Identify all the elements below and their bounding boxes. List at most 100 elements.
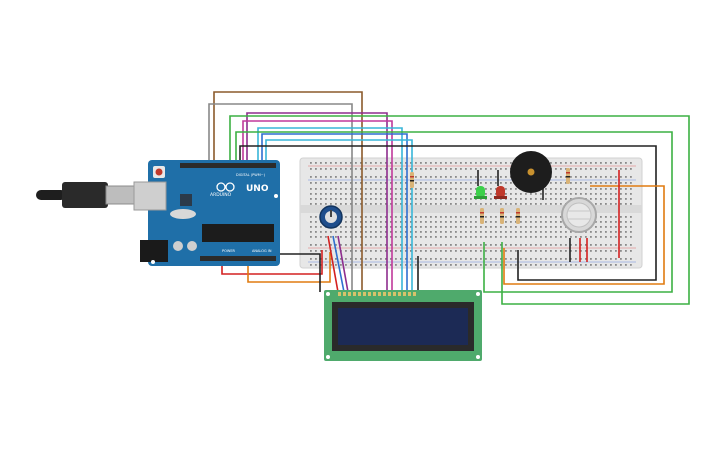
breadboard-hole [330,258,332,260]
breadboard-hole [560,258,562,260]
breadboard-hole [425,244,427,246]
breadboard-hole [630,203,632,205]
breadboard-hole [420,193,422,195]
breadboard-hole [485,226,487,228]
breadboard-hole [510,188,512,190]
breadboard-hole [595,231,597,233]
breadboard-hole [590,193,592,195]
breadboard-hole [310,236,312,238]
lcd-pin [353,292,356,296]
lcd-16x2[interactable] [324,290,482,361]
breadboard-hole [590,182,592,184]
breadboard-hole [380,176,382,178]
breadboard-hole [540,216,542,218]
arduino-uno-board[interactable]: UNO ARDUINO DIGITAL (PWM~) POWER ANALOG … [133,160,280,266]
breadboard-hole [405,221,407,223]
breadboard-hole [310,221,312,223]
breadboard-hole [555,264,557,266]
breadboard-hole [350,231,352,233]
breadboard-hole [480,236,482,238]
lcd-pin [413,292,416,296]
wire-green-outer [229,115,690,305]
breadboard-hole [320,264,322,266]
breadboard-hole [470,203,472,205]
breadboard-hole [390,162,392,164]
breadboard-hole [340,168,342,170]
breadboard-hole [325,231,327,233]
breadboard-hole [485,264,487,266]
breadboard-hole [480,162,482,164]
breadboard-hole [450,226,452,228]
breadboard-hole [355,244,357,246]
breadboard-hole [365,193,367,195]
breadboard-hole [600,264,602,266]
breadboard-hole [430,203,432,205]
breadboard-hole [515,221,517,223]
breadboard-hole [565,231,567,233]
potentiometer[interactable] [319,205,343,229]
breadboard-hole [625,236,627,238]
breadboard-hole [605,193,607,195]
breadboard-hole [380,162,382,164]
breadboard-hole [400,244,402,246]
breadboard-hole [345,193,347,195]
breadboard-hole [425,231,427,233]
breadboard-hole [450,182,452,184]
breadboard-hole [470,258,472,260]
breadboard-hole [520,198,522,200]
piezo-buzzer[interactable] [510,151,552,193]
breadboard-hole [620,264,622,266]
breadboard-hole [510,198,512,200]
breadboard-hole [360,168,362,170]
breadboard-hole [320,231,322,233]
breadboard-hole [355,168,357,170]
breadboard-hole [420,250,422,252]
breadboard-hole [610,250,612,252]
breadboard-hole [625,221,627,223]
breadboard-hole [425,188,427,190]
breadboard-hole [545,264,547,266]
breadboard-hole [330,193,332,195]
breadboard-hole [420,162,422,164]
breadboard-hole [450,244,452,246]
breadboard-hole [620,244,622,246]
breadboard-hole [515,226,517,228]
gas-sensor[interactable] [561,197,597,233]
breadboard-hole [615,250,617,252]
breadboard-hole [630,176,632,178]
breadboard-hole [440,231,442,233]
breadboard-hole [565,236,567,238]
breadboard-hole [500,258,502,260]
breadboard-hole [410,221,412,223]
breadboard-hole [605,221,607,223]
breadboard-hole [490,188,492,190]
breadboard-hole [555,182,557,184]
breadboard-hole [405,244,407,246]
breadboard-hole [380,258,382,260]
breadboard-hole [455,258,457,260]
breadboard-hole [355,258,357,260]
breadboard-hole [430,250,432,252]
breadboard-hole [370,188,372,190]
breadboard-hole [620,221,622,223]
breadboard-hole [360,264,362,266]
breadboard-hole [545,231,547,233]
breadboard-hole [495,231,497,233]
breadboard-hole [350,226,352,228]
breadboard-hole [460,250,462,252]
breadboard-hole [370,198,372,200]
breadboard-hole [395,226,397,228]
breadboard-hole [630,162,632,164]
breadboard-hole [610,188,612,190]
breadboard-hole [405,236,407,238]
breadboard-hole [350,250,352,252]
breadboard-hole [410,226,412,228]
breadboard-hole [520,203,522,205]
breadboard-hole [565,244,567,246]
breadboard-hole [440,203,442,205]
led-red[interactable] [494,186,507,199]
breadboard-hole [600,176,602,178]
led-green[interactable] [474,186,487,199]
breadboard-hole [625,176,627,178]
breadboard-hole [335,244,337,246]
